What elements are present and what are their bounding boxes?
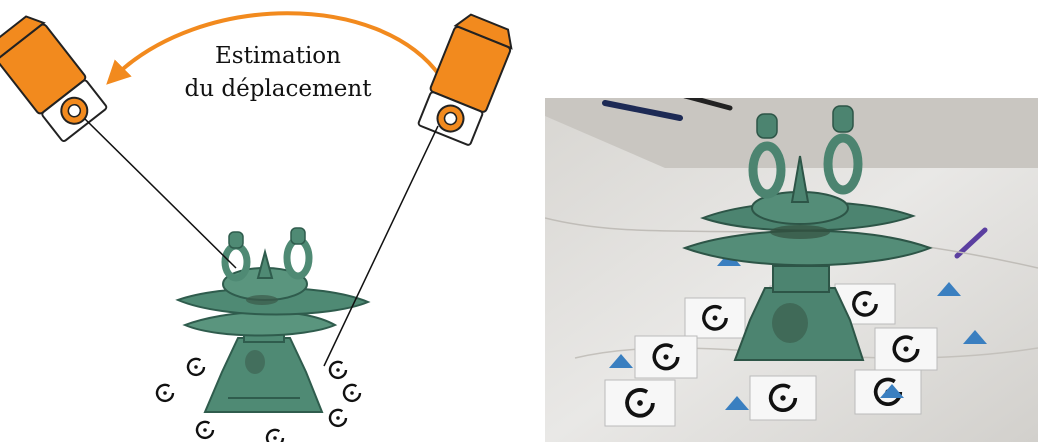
motion-estimation-diagram <box>0 11 513 442</box>
sight-line-left <box>84 118 237 269</box>
photo-of-lamp-with-markers <box>545 98 1038 442</box>
sight-line-right <box>323 125 439 367</box>
fiducial-marker-icon <box>625 388 655 418</box>
photo-scene <box>545 98 1038 442</box>
blue-tab <box>963 330 987 344</box>
camera-icon <box>0 15 108 142</box>
motion-label-line1: Estimation <box>215 43 341 69</box>
fiducial-marker-icon <box>702 305 728 331</box>
fiducial-marker-icon <box>342 383 362 403</box>
fiducial-marker-icon <box>328 408 348 428</box>
photo-lamp <box>682 105 933 361</box>
blue-tab <box>609 354 633 368</box>
fiducial-marker-icon <box>186 357 206 377</box>
blue-tab <box>880 384 904 398</box>
fiducial-marker-icon <box>265 428 285 442</box>
fiducial-marker-icon <box>195 420 215 440</box>
fiducial-marker-icon <box>892 335 920 363</box>
fiducial-marker-icon <box>768 383 798 412</box>
camera-icon <box>417 13 513 146</box>
motion-label: Estimation du déplacement <box>168 40 388 106</box>
motion-arrow <box>106 11 442 85</box>
bronze-lamp <box>175 227 371 413</box>
fiducial-marker-icon <box>155 383 175 403</box>
fiducial-marker-icon <box>852 291 878 317</box>
fiducial-marker-icon <box>328 360 348 380</box>
motion-label-line2: du déplacement <box>184 76 372 102</box>
blue-tab <box>937 282 961 296</box>
blue-tab <box>725 396 749 410</box>
fiducial-marker-icon <box>652 343 680 371</box>
marker-card <box>854 369 922 415</box>
